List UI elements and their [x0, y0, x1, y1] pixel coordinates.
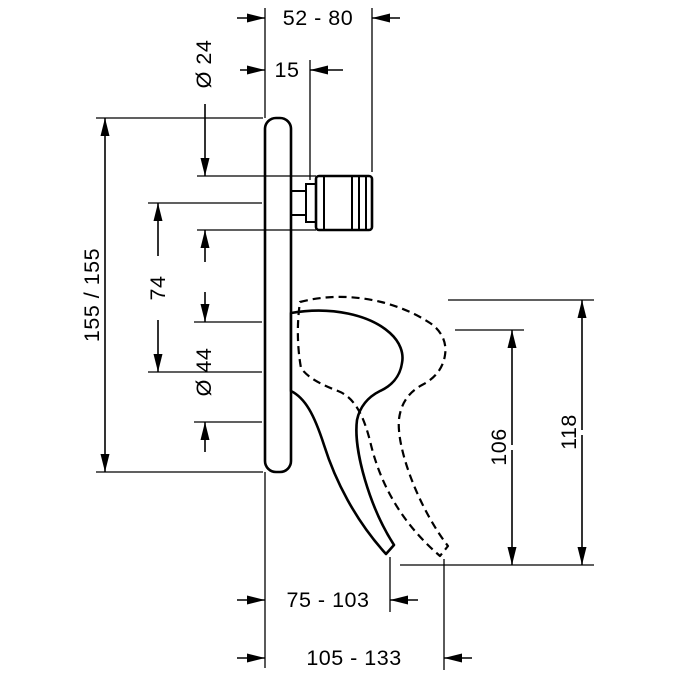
lever-solid-outline — [289, 309, 404, 556]
dimension-axis-spacing: 74 — [146, 203, 170, 372]
escutcheon-plate — [263, 116, 293, 474]
stub-ring — [305, 183, 317, 223]
dimension-spindle-diameter: Ø 24 — [192, 40, 216, 262]
lever-handle-solid — [289, 309, 404, 556]
valve-stub — [290, 174, 374, 232]
dimension-lever-reach-open: 105 - 133 — [237, 646, 472, 670]
dim-label-depth-range: 52 - 80 — [283, 6, 353, 30]
dimension-sleeve-diameter: Ø 44 — [192, 292, 216, 452]
dim-label-sleeve-diameter: Ø 44 — [192, 348, 216, 397]
lever-dashed-outline — [296, 295, 450, 558]
dimension-lever-height-closed: 106 — [487, 330, 517, 565]
dim-label-axis-spacing: 74 — [146, 276, 170, 301]
dim-label-spindle-diameter: Ø 24 — [192, 40, 216, 89]
lever-handle-open-dashed — [296, 295, 450, 558]
dim-label-wall-offset: 15 — [275, 58, 300, 82]
dimension-plate-size: 155 / 155 — [80, 118, 110, 472]
dim-label-lever-height-open: 118 — [557, 414, 581, 450]
dimension-wall-offset: 15 — [240, 58, 343, 82]
dim-label-lever-reach-closed: 75 - 103 — [287, 588, 370, 612]
dim-label-lever-height-closed: 106 — [487, 428, 511, 465]
dim-label-plate-size: 155 / 155 — [80, 248, 104, 342]
plate-outline — [263, 116, 293, 474]
dim-label-lever-reach-open: 105 - 133 — [306, 646, 401, 670]
dimension-lever-height-open: 118 — [557, 300, 587, 565]
dimension-depth-range: 52 - 80 — [237, 6, 400, 30]
stub-neck — [290, 190, 307, 216]
dimension-lever-reach-closed: 75 - 103 — [237, 588, 418, 612]
